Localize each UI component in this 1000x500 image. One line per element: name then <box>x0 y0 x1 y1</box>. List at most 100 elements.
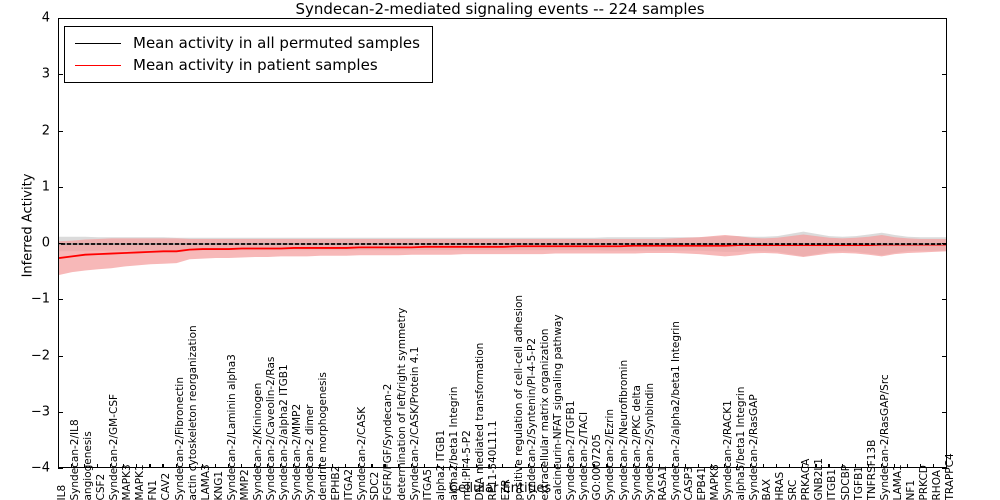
x-tick-mark <box>606 464 608 468</box>
y-tick-mark <box>58 186 63 188</box>
x-tick-mark <box>710 464 713 468</box>
y-tick-mark <box>58 18 63 20</box>
x-tick-label: FGFR/FGF/Syndecan-2 <box>382 383 395 500</box>
y-tick-mark <box>942 243 947 245</box>
x-tick-mark <box>737 464 739 468</box>
x-tick-mark <box>240 464 242 468</box>
y-tick-label: 1 <box>41 179 50 195</box>
x-tick-mark <box>58 464 60 468</box>
x-tick-mark <box>201 464 203 468</box>
x-tick-mark <box>123 464 125 468</box>
x-tick-mark <box>266 464 269 468</box>
y-tick-mark <box>942 411 947 413</box>
x-tick-label: LAMA1 <box>891 463 904 500</box>
x-tick-mark <box>293 464 295 468</box>
x-tick-mark <box>502 464 504 468</box>
x-tick-label: Syndecan-2/GM-CSF <box>107 393 120 500</box>
plot-svg <box>59 231 946 275</box>
x-tick-mark <box>253 464 255 468</box>
x-tick-label: CAV2 <box>160 472 173 500</box>
x-tick-mark <box>684 464 686 468</box>
x-axis-label: Cellular Entities <box>448 481 552 496</box>
x-tick-label: SDCBP <box>839 464 852 500</box>
x-tick-mark <box>149 464 151 468</box>
x-tick-mark <box>488 464 491 468</box>
y-tick-mark <box>942 74 947 76</box>
legend-label-patient: Mean activity in patient samples <box>133 55 378 74</box>
x-tick-label: Syndecan-2/Caveolin-2/Ras <box>264 356 277 500</box>
plot-canvas-wrap <box>59 19 946 467</box>
x-tick-label: Syndecan-2/Kininogen <box>251 382 264 500</box>
x-tick-mark <box>776 464 778 468</box>
x-tick-label: DNA mediated transformation <box>473 342 486 500</box>
y-tick-label: 3 <box>41 66 50 82</box>
x-tick-mark <box>554 464 556 468</box>
x-tick-label: TGFB1 <box>852 465 865 500</box>
x-tick-label: actin cytoskeleton reorganization <box>186 324 199 500</box>
x-tick-mark <box>280 464 282 468</box>
y-tick-mark <box>58 130 63 132</box>
x-tick-mark <box>815 464 817 468</box>
x-tick-label: Syndecan-2/TGFB1 <box>565 399 578 500</box>
y-tick-mark <box>942 186 947 188</box>
x-tick-label: Syndecan-2/RasGAP/Src <box>878 373 891 500</box>
x-tick-label: SRC <box>787 479 800 500</box>
x-tick-mark <box>345 464 347 468</box>
x-tick-mark <box>750 464 752 468</box>
x-tick-label: alpha5/beta1 Integrin <box>734 386 747 500</box>
x-tick-label: RHOA <box>930 469 943 500</box>
legend-swatch-patient <box>75 64 121 66</box>
x-tick-label: TRAPPC4 <box>943 452 956 500</box>
x-tick-label: KNG1 <box>212 470 225 500</box>
x-tick-mark <box>946 464 948 468</box>
x-tick-label: IL8 <box>55 484 68 500</box>
x-tick-label: ITGA5 <box>421 468 434 500</box>
chart-legend: Mean activity in all permuted samples Me… <box>64 26 433 83</box>
x-tick-mark <box>306 464 308 468</box>
y-tick-mark <box>58 411 63 413</box>
x-tick-mark <box>528 464 530 468</box>
y-tick-mark <box>58 243 63 245</box>
x-tick-label: CASP3 <box>682 465 695 500</box>
x-tick-mark <box>619 464 621 468</box>
legend-item-permuted: Mean activity in all permuted samples <box>75 32 420 54</box>
x-tick-label: MAPK3 <box>121 463 134 500</box>
x-tick-mark <box>828 464 830 468</box>
x-tick-label: ITGB1 <box>826 468 839 500</box>
x-tick-label: MMP2 <box>238 468 251 500</box>
legend-swatch-permuted <box>75 42 121 44</box>
x-tick-mark <box>397 464 399 468</box>
x-tick-label: MAPK1 <box>134 463 147 500</box>
y-tick-label: 0 <box>41 235 50 251</box>
x-tick-mark <box>841 464 843 468</box>
y-tick-label: −3 <box>30 404 50 420</box>
x-tick-mark <box>567 464 569 468</box>
x-tick-mark <box>371 464 373 468</box>
x-tick-mark <box>449 464 451 468</box>
x-tick-label: MAPK8 <box>708 463 721 500</box>
x-tick-mark <box>789 464 791 468</box>
x-tick-label: positive regulation of cell-cell adhesio… <box>512 294 525 500</box>
y-tick-label: 2 <box>41 123 50 138</box>
y-tick-mark <box>942 468 947 470</box>
x-tick-label: Syndecan-2/MMP2 <box>290 403 303 500</box>
x-tick-mark <box>71 464 73 468</box>
legend-label-permuted: Mean activity in all permuted samples <box>133 33 420 52</box>
y-tick-mark <box>58 299 63 301</box>
x-tick-label: Syndecan-2/Ezrin <box>604 408 617 500</box>
x-tick-label: calcineurin-NFAT signaling pathway <box>551 313 564 500</box>
y-tick-mark <box>58 74 63 76</box>
y-tick-label: −4 <box>30 460 50 476</box>
x-tick-label: HRAS <box>773 471 786 500</box>
x-tick-mark <box>227 464 229 468</box>
x-tick-label: Syndecan-2/CASK <box>356 406 369 500</box>
x-tick-mark <box>84 464 86 468</box>
x-tick-mark <box>136 464 138 468</box>
x-tick-label: TNFRSF13B <box>865 439 878 500</box>
x-tick-mark <box>867 464 869 468</box>
x-tick-label: EPHB2 <box>329 465 342 500</box>
x-tick-label: extracellular matrix organization <box>538 328 551 500</box>
x-tick-mark <box>697 464 699 468</box>
y-tick-mark <box>942 130 947 132</box>
